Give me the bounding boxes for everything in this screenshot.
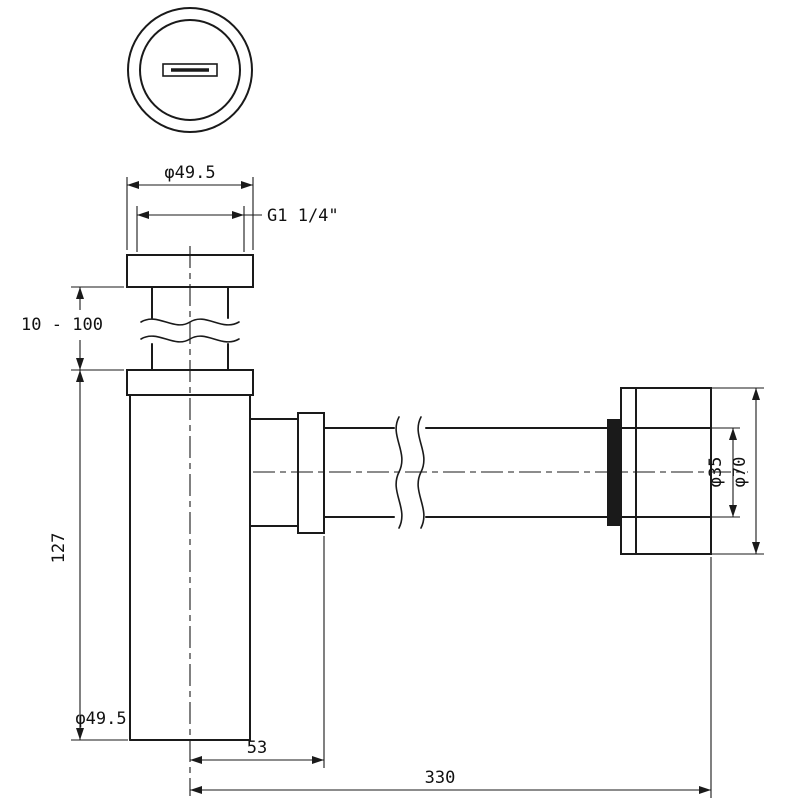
dim-thread-label: G1 1/4" <box>267 206 339 226</box>
dim-total-length: 330 <box>190 557 712 798</box>
centerlines <box>189 246 748 796</box>
top-view <box>127 7 253 133</box>
dim-adjust-height-label: 10 - 100 <box>21 315 103 335</box>
wall-flange <box>620 387 712 555</box>
cap-inner-circle <box>139 19 241 121</box>
dim-pipe-diameter-label: φ35 <box>706 457 726 488</box>
dim-outlet-offset-label: 53 <box>247 738 267 758</box>
dim-pipe-diameter: φ35 <box>706 427 740 518</box>
dim-body-diameter-label: φ49.5 <box>75 709 126 729</box>
outlet-stub <box>249 412 325 534</box>
cap-slot <box>162 63 218 77</box>
dim-outlet-offset: 53 <box>190 536 325 768</box>
dim-body-diameter: φ49.5 <box>75 709 126 729</box>
dim-top-diameter-label: φ49.5 <box>164 163 215 183</box>
dim-thread: G1 1/4" <box>136 206 339 252</box>
dim-adjust-height: 10 - 100 <box>21 286 124 371</box>
dim-body-height-label: 127 <box>49 533 69 564</box>
dim-flange-diameter-label: φ70 <box>730 457 750 488</box>
compression-nut <box>297 412 325 534</box>
dim-total-length-label: 330 <box>425 768 456 788</box>
front-view <box>126 254 712 741</box>
dim-flange-diameter: φ70 <box>711 387 764 555</box>
cap-outer-circle <box>127 7 253 133</box>
dim-top-diameter: φ49.5 <box>126 163 254 250</box>
dim-body-height: 127 <box>49 370 128 741</box>
